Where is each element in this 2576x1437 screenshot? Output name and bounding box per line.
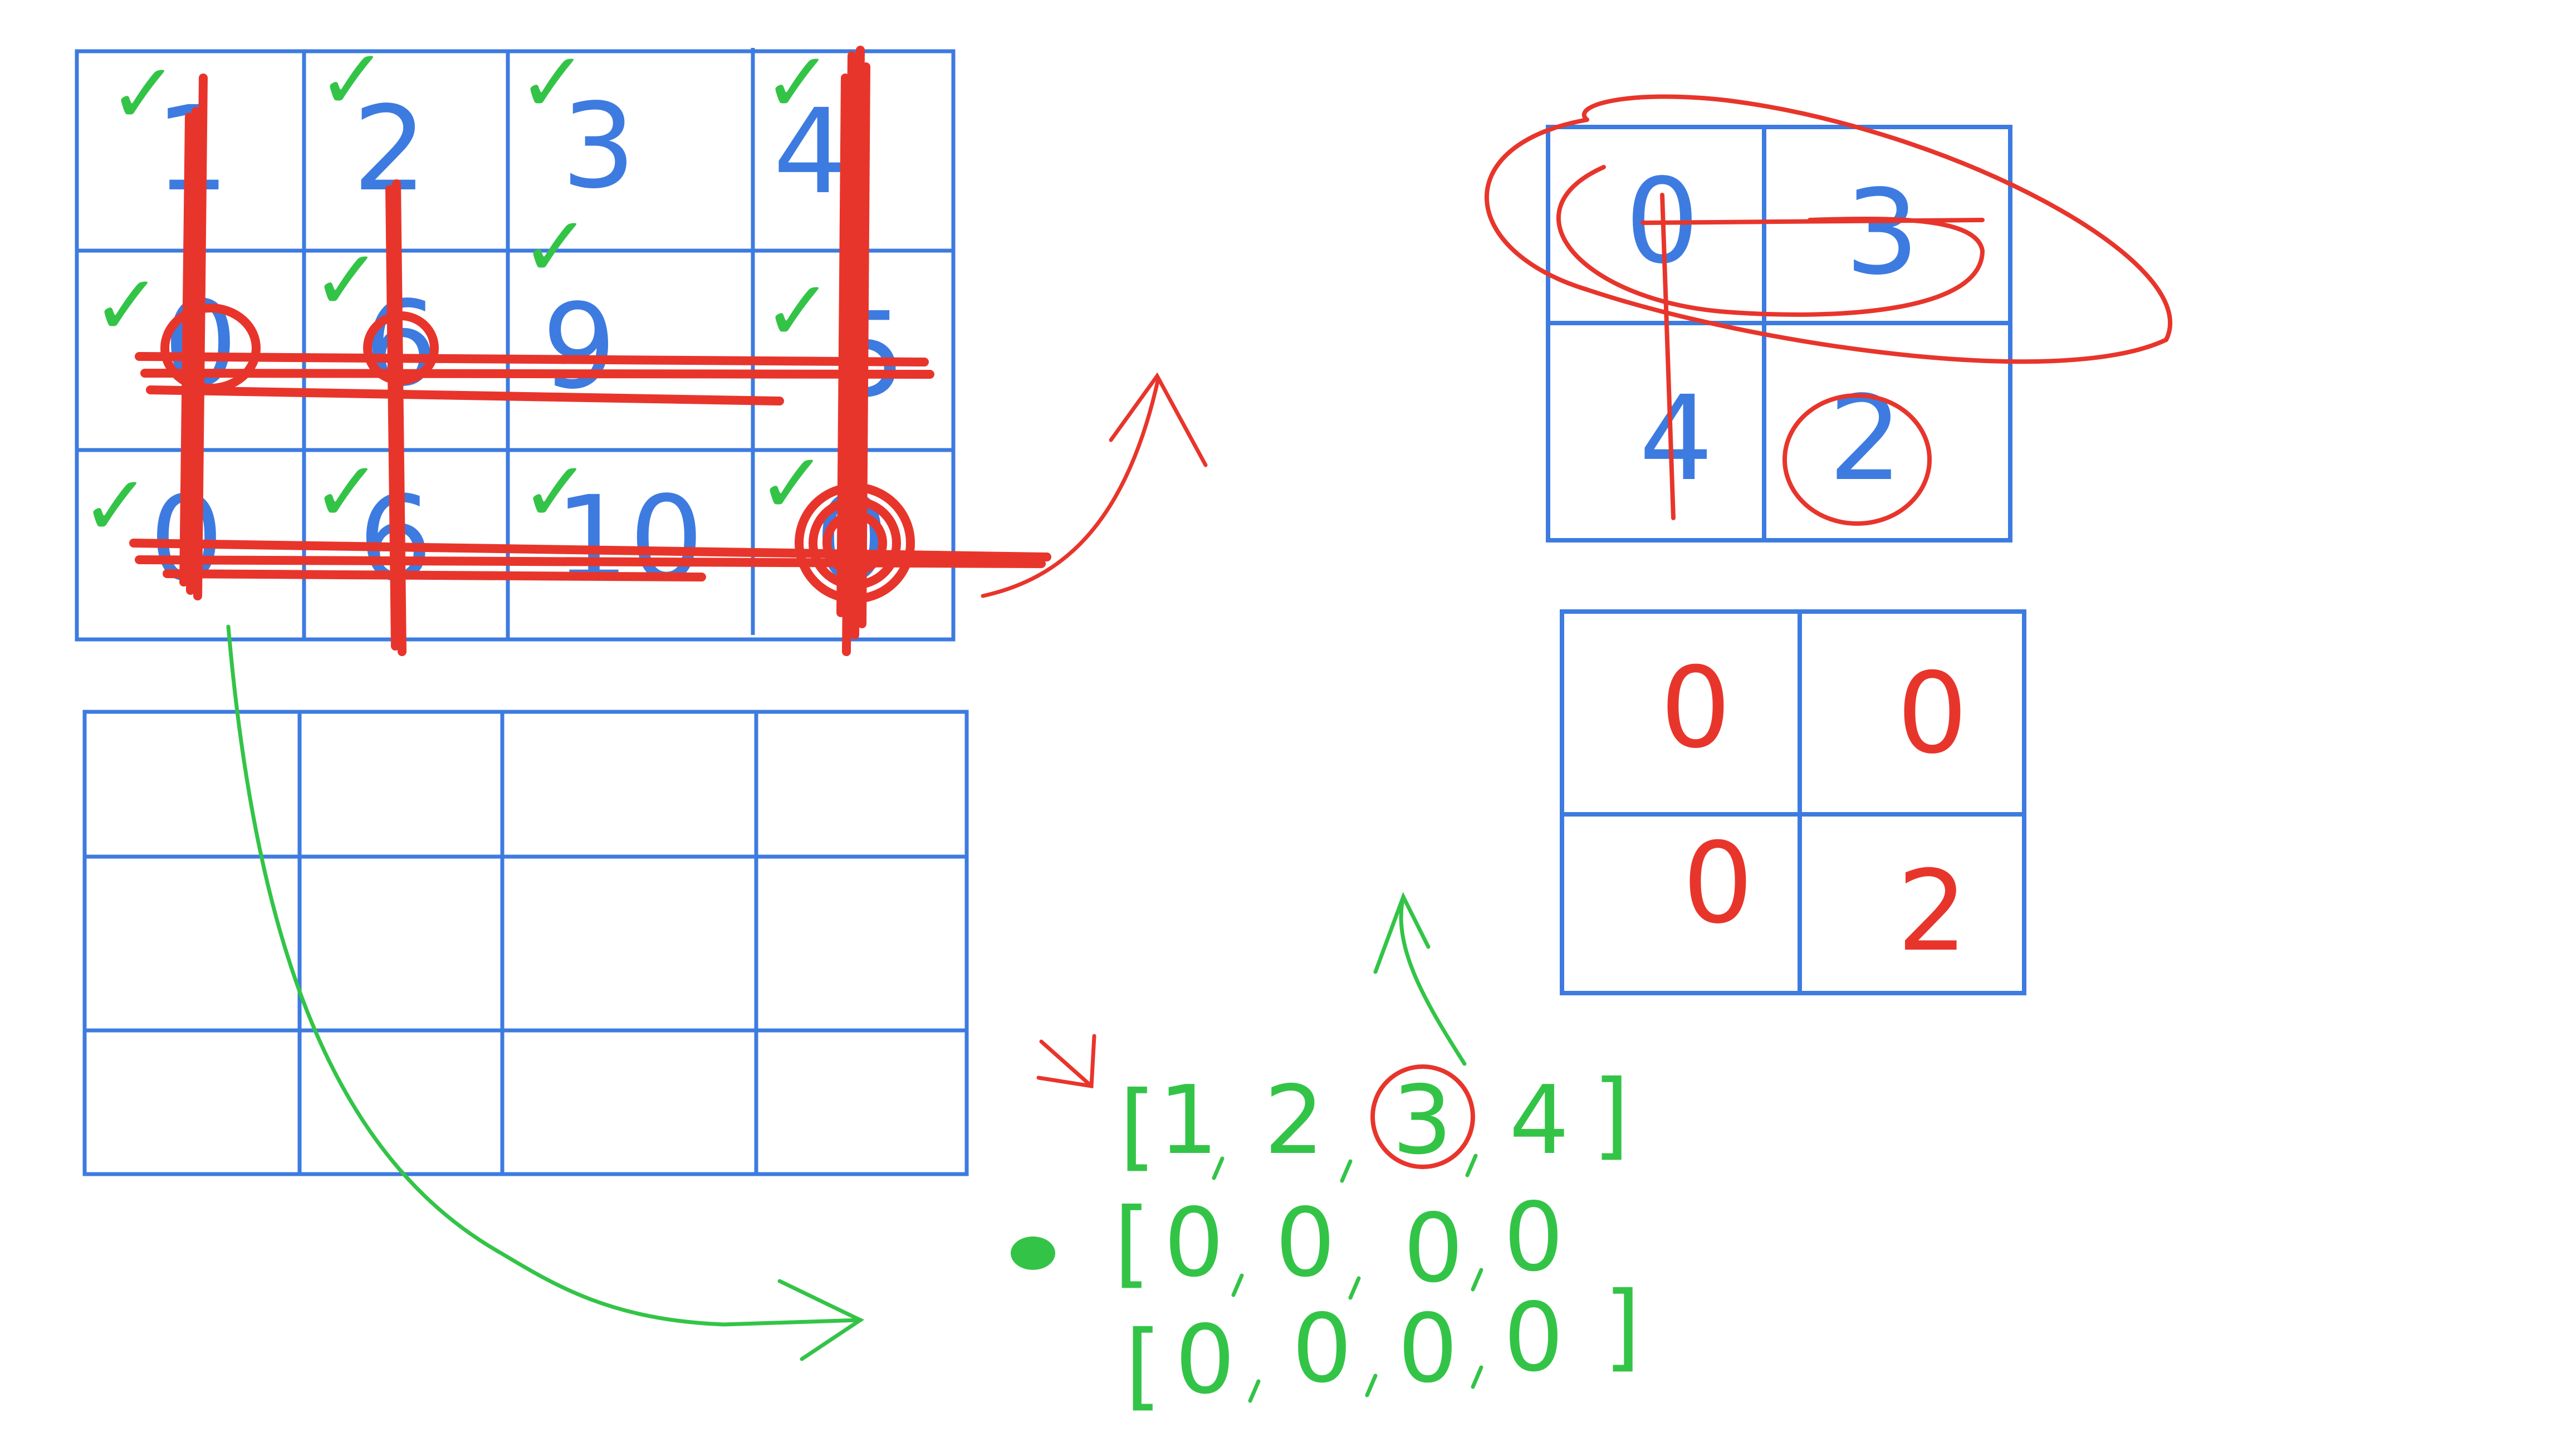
green-arrow-shaft xyxy=(226,624,863,1327)
check-mark-icon: ✓ xyxy=(763,263,833,360)
check-mark-icon: ✓ xyxy=(521,199,591,296)
top-right-grid-border xyxy=(1546,125,2012,542)
check-mark-icon: ✓ xyxy=(109,46,179,143)
bottom-left-grid xyxy=(82,710,969,1176)
mid-right-grid-digits: 0 0 0 2 xyxy=(1660,643,1967,976)
array-row-3-item: 0 xyxy=(1175,1305,1235,1415)
check-mark-icon: ✓ xyxy=(518,35,588,131)
mid-right-grid-border xyxy=(1560,609,2026,995)
green-arrow-to-array xyxy=(226,624,865,1361)
array-row-3-close-bracket: ] xyxy=(1604,1272,1640,1382)
strike-column-4 xyxy=(836,46,870,656)
bottom-left-grid-border xyxy=(82,710,969,1176)
top-left-grid xyxy=(75,48,956,642)
check-mark-icon: ✓ xyxy=(757,436,827,532)
green-up-arrow-shaft xyxy=(1399,895,1467,1066)
array-row-2-item: 0 xyxy=(1275,1188,1335,1298)
green-bullet-dot xyxy=(1011,1236,1055,1270)
mid-right-grid xyxy=(1560,609,2026,995)
red-strike-marks xyxy=(129,46,1051,656)
array-row-1-close-bracket: ] xyxy=(1593,1060,1629,1170)
check-mark-icon: ✓ xyxy=(92,257,162,354)
comma-marks xyxy=(1212,1153,1478,1183)
check-mark-icon: ✓ xyxy=(521,444,591,541)
green-up-arrow-head-icon xyxy=(1373,892,1431,974)
red-circle xyxy=(160,304,261,393)
array-row-1-item: 2 xyxy=(1264,1065,1324,1176)
check-mark-icon: ✓ xyxy=(317,32,388,129)
red-arrow-to-right xyxy=(981,372,1208,598)
red-circle xyxy=(1782,393,1932,526)
red-arrow-head-icon xyxy=(1109,372,1208,467)
array-row-2-item: 0 xyxy=(1403,1194,1463,1304)
top-left-grid-border xyxy=(75,49,956,642)
green-arrow-head-icon xyxy=(777,1279,865,1361)
check-mark-icon: ✓ xyxy=(763,35,833,131)
check-mark-icon: ✓ xyxy=(312,444,382,541)
strike-row-2 xyxy=(135,352,934,405)
cell-value: 10 xyxy=(555,471,703,607)
array-commas xyxy=(1212,1153,1483,1403)
cell-value: 3 xyxy=(561,78,636,214)
red-strike-column xyxy=(1660,193,1676,520)
array-row-3-item: 0 xyxy=(1398,1294,1458,1404)
comma-marks xyxy=(1248,1365,1483,1403)
array-row-3-item: 0 xyxy=(1292,1294,1352,1404)
red-scribble-circle xyxy=(822,511,887,575)
red-pointer-shaft xyxy=(1039,1039,1094,1088)
comma-marks xyxy=(1231,1268,1483,1300)
cell-value: 0 xyxy=(1660,643,1731,773)
strike-column-2 xyxy=(385,179,407,656)
check-marks: ✓ ✓ ✓ ✓ ✓ ✓ ✓ ✓ ✓ ✓ ✓ ✓ xyxy=(81,32,833,555)
array-row-2-item: 0 xyxy=(1164,1188,1224,1298)
cell-value: 0 xyxy=(1682,819,1753,949)
red-arrow-shaft xyxy=(981,377,1160,598)
array-row-3-open-bracket: [ xyxy=(1125,1311,1162,1421)
red-strike-row xyxy=(1640,218,1985,225)
strike-column-1 xyxy=(179,74,208,600)
array-row-1-item: 4 xyxy=(1509,1065,1569,1176)
array-notation: [ 1 2 3 4 ] [ 0 0 0 0 [ 0 0 0 0 ] xyxy=(1114,1060,1640,1421)
red-circle xyxy=(363,311,439,385)
top-right-grid-digits: 0 3 4 2 xyxy=(1625,153,1919,507)
array-row-1-item: 3 xyxy=(1392,1065,1452,1176)
top-right-red-marks xyxy=(1484,94,2173,526)
array-row-2-item: 0 xyxy=(1504,1182,1564,1293)
red-loop-inner xyxy=(1556,165,1985,317)
red-loop-outline xyxy=(1484,94,2173,364)
cell-value: 2 xyxy=(1828,370,1903,507)
cell-value: 3 xyxy=(1845,164,1919,301)
red-scribble-circle xyxy=(809,497,901,589)
cell-value: 4 xyxy=(1639,370,1713,507)
cell-value: 0 xyxy=(1897,649,1967,779)
array-row-3-item: 0 xyxy=(1504,1283,1564,1393)
red-pointer-head xyxy=(1036,1034,1096,1089)
green-up-arrow xyxy=(1373,892,1467,1066)
array-row-1-item: 1 xyxy=(1158,1065,1218,1176)
cell-value: 2 xyxy=(1897,847,1967,976)
red-pointer-arrow-icon xyxy=(1036,1034,1096,1089)
cell-value: 9 xyxy=(542,278,616,415)
array-row-2-open-bracket: [ xyxy=(1114,1188,1150,1298)
check-mark-icon: ✓ xyxy=(81,458,151,555)
check-mark-icon: ✓ xyxy=(312,232,382,329)
array-row-1-open-bracket: [ xyxy=(1119,1071,1156,1181)
array-red-circle xyxy=(1370,1064,1475,1169)
cell-value: 4 xyxy=(773,84,848,220)
red-scribble-circle xyxy=(795,483,915,603)
